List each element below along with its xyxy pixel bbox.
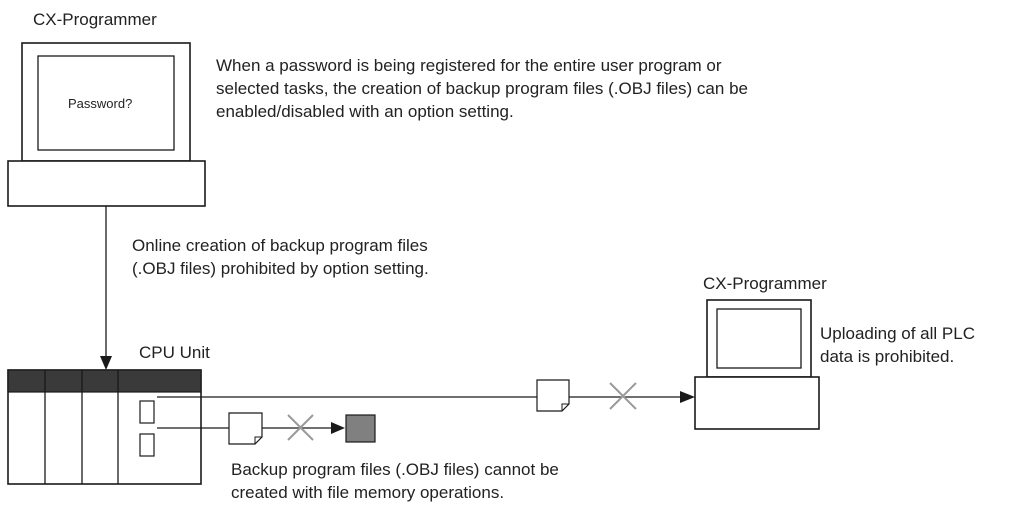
online-creation-note-line: Online creation of backup program files — [132, 236, 428, 255]
upload-prohibited-note-line: Uploading of all PLC — [820, 324, 975, 343]
upload-prohibited-note-line: data is prohibited. — [820, 347, 955, 366]
file-memory-note-line: created with file memory operations. — [231, 483, 505, 502]
upload-prohibited-note: Uploading of all PLC data is prohibited. — [820, 322, 975, 368]
plc-header — [7, 369, 202, 393]
password-note-line: When a password is being registered for … — [216, 56, 722, 75]
upload-arrow — [157, 391, 695, 403]
computer-top-title: CX-Programmer — [33, 10, 157, 29]
password-note: When a password is being registered for … — [216, 54, 748, 123]
computer-top-base — [7, 160, 206, 207]
plc-slot-top — [139, 400, 155, 424]
online-arrow — [100, 206, 112, 370]
online-creation-note: Online creation of backup program files … — [132, 234, 429, 280]
password-prompt: Password? — [68, 96, 133, 111]
file-memory-note: Backup program files (.OBJ files) cannot… — [231, 458, 559, 504]
cpu-unit-label: CPU Unit — [139, 343, 210, 362]
file-memory-note-line: Backup program files (.OBJ files) cannot… — [231, 460, 559, 479]
monitor-top-screen — [37, 55, 175, 151]
plc-slot-bottom — [139, 433, 155, 457]
memory-card-icon — [345, 414, 376, 443]
file-icon-upload — [536, 379, 570, 412]
computer-top-icon — [7, 42, 206, 207]
password-note-line: enabled/disabled with an option setting. — [216, 102, 514, 121]
plc-icon — [7, 369, 202, 485]
computer-right-base — [694, 376, 820, 430]
monitor-right-screen — [716, 308, 802, 369]
file-icon-memory — [228, 412, 263, 445]
password-note-line: selected tasks, the creation of backup p… — [216, 79, 748, 98]
cross-icon-memory — [287, 414, 314, 441]
computer-right-title: CX-Programmer — [703, 274, 827, 293]
cross-icon-upload — [609, 382, 637, 410]
online-creation-note-line: (.OBJ files) prohibited by option settin… — [132, 259, 429, 278]
computer-right-icon — [694, 299, 820, 430]
